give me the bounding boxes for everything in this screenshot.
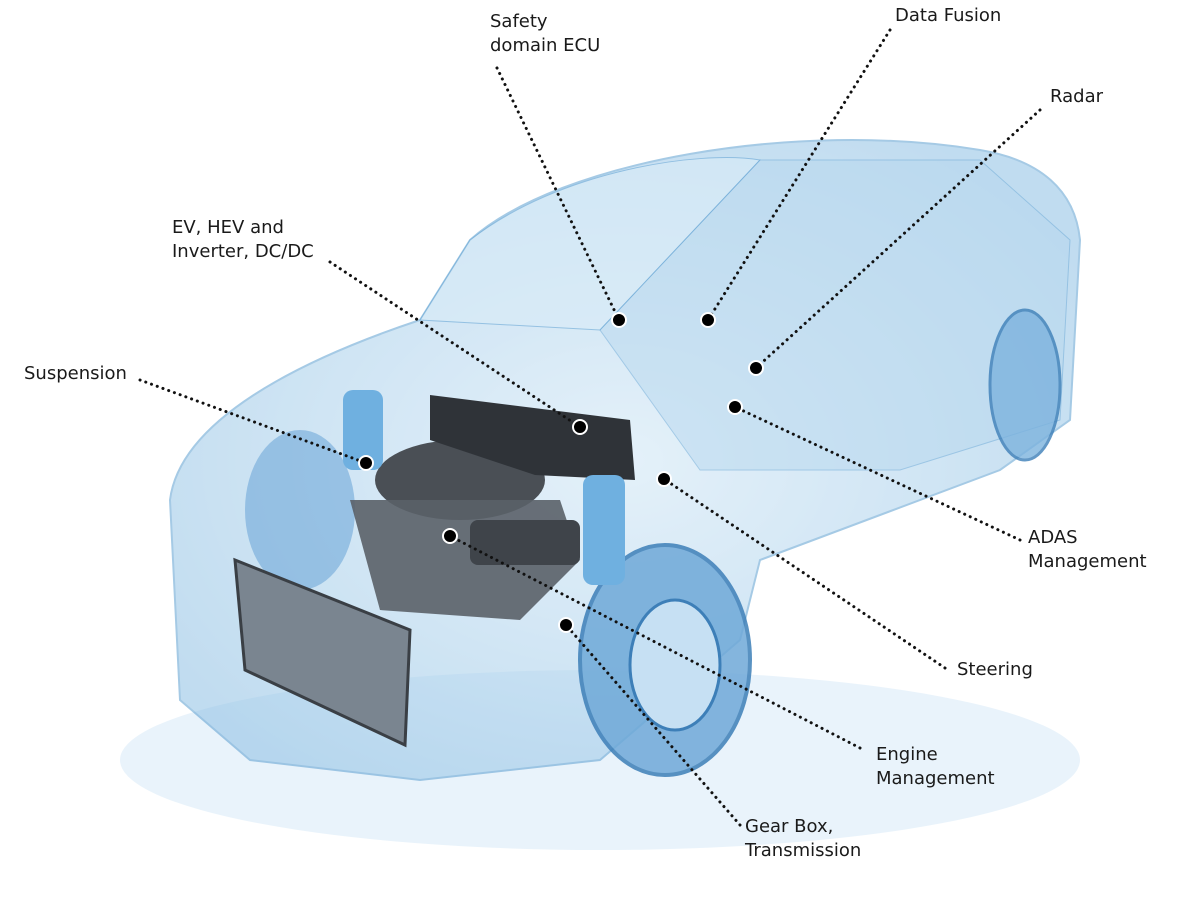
marker-dot-adas	[727, 399, 743, 415]
marker-dot-safety	[611, 312, 627, 328]
label-data-fusion: Data Fusion	[895, 4, 1001, 28]
suspension-spring-right	[583, 475, 625, 585]
label-line: Engine	[876, 744, 938, 765]
label-line: Steering	[957, 659, 1033, 680]
label-line: domain ECU	[490, 35, 601, 56]
marker-dot-engine	[442, 528, 458, 544]
label-line: Gear Box,	[745, 816, 834, 837]
label-line: Radar	[1050, 86, 1103, 107]
label-line: Safety	[490, 11, 548, 32]
label-line: EV, HEV and	[172, 217, 284, 238]
label-line: Inverter, DC/DC	[172, 241, 314, 262]
label-line: Data Fusion	[895, 5, 1002, 26]
leader-line-fusion	[706, 28, 892, 322]
leader-line-steering	[662, 477, 947, 670]
label-safety-domain-ecu: Safety domain ECU	[490, 10, 600, 58]
label-steering: Steering	[957, 658, 1033, 682]
marker-dot-ev	[572, 419, 588, 435]
cabin	[599, 159, 1071, 471]
rear-wheel	[988, 308, 1062, 462]
label-line: Transmission	[745, 840, 862, 861]
leader-line-adas	[733, 405, 1022, 542]
leader-line-ev	[328, 260, 582, 429]
windshield	[419, 157, 762, 331]
leader-line-safety	[495, 66, 621, 322]
label-line: Suspension	[24, 363, 127, 384]
leader-line-engine	[448, 534, 862, 750]
label-gearbox-transmission: Gear Box, Transmission	[745, 815, 861, 863]
label-line: ADAS	[1028, 527, 1078, 548]
label-line: Management	[1028, 551, 1147, 572]
label-adas-management: ADAS Management	[1028, 526, 1147, 574]
suspension-spring-left	[343, 390, 383, 470]
battery	[430, 395, 635, 480]
label-radar: Radar	[1050, 85, 1103, 109]
leader-line-gearbox	[564, 623, 742, 827]
marker-dot-radar	[748, 360, 764, 376]
airbox	[470, 520, 580, 565]
leader-line-suspension	[138, 378, 368, 465]
marker-dot-fusion	[700, 312, 716, 328]
label-suspension: Suspension	[24, 362, 127, 386]
marker-dot-suspension	[358, 455, 374, 471]
left-wheel	[245, 430, 355, 590]
front-wheel-rim	[628, 598, 722, 732]
marker-dot-steering	[656, 471, 672, 487]
label-line: Management	[876, 768, 995, 789]
radiator	[233, 557, 412, 748]
marker-dot-gearbox	[558, 617, 574, 633]
